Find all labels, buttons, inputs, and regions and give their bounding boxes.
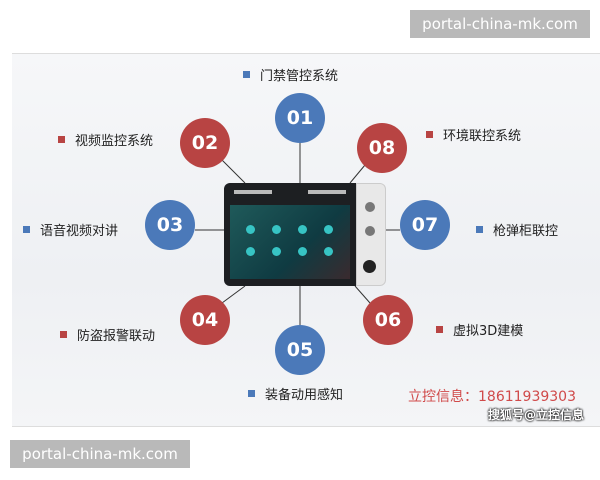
bullet-icon [436, 326, 443, 333]
label-text: 门禁管控系统 [260, 69, 339, 84]
node-01-circle: 01 [275, 93, 325, 143]
bullet-icon [243, 71, 250, 78]
control-terminal-device [224, 183, 386, 286]
node-07-circle: 07 [400, 200, 450, 250]
node-06-circle: 06 [363, 295, 413, 345]
label-text: 环境联控系统 [443, 129, 522, 144]
label-text: 枪弹柜联控 [493, 224, 559, 239]
label-text: 视频监控系统 [75, 134, 154, 149]
node-08-label: 环境联控系统 [426, 125, 521, 144]
watermark-bottom: portal-china-mk.com [10, 440, 190, 468]
device-display [230, 205, 350, 279]
node-01-label: 门禁管控系统 [243, 65, 338, 84]
device-side-panel [356, 183, 386, 286]
watermark-top: portal-china-mk.com [410, 10, 590, 38]
line-08 [349, 164, 366, 184]
line-06 [354, 285, 371, 304]
label-text: 防盗报警联动 [77, 329, 156, 344]
bullet-icon [248, 390, 255, 397]
bullet-icon [23, 226, 30, 233]
line-02 [221, 159, 246, 184]
node-04-label: 防盗报警联动 [60, 325, 155, 344]
node-02-label: 视频监控系统 [58, 130, 153, 149]
bullet-icon [426, 131, 433, 138]
contact-info: 立控信息：18611939303 [408, 389, 576, 405]
node-05-circle: 05 [275, 325, 325, 375]
node-06-label: 虚拟3D建模 [436, 320, 523, 339]
node-05-label: 装备动用感知 [248, 384, 343, 403]
line-04 [221, 285, 246, 304]
label-text: 虚拟3D建模 [453, 324, 524, 339]
node-03-label: 语音视频对讲 [23, 220, 118, 239]
node-04-circle: 04 [180, 295, 230, 345]
bullet-icon [58, 136, 65, 143]
label-text: 语音视频对讲 [40, 224, 119, 239]
node-02-circle: 02 [180, 118, 230, 168]
node-03-circle: 03 [145, 200, 195, 250]
device-screen [224, 183, 356, 286]
bullet-icon [60, 331, 67, 338]
node-08-circle: 08 [357, 123, 407, 173]
node-07-label: 枪弹柜联控 [476, 220, 558, 239]
label-text: 装备动用感知 [265, 388, 344, 403]
bullet-icon [476, 226, 483, 233]
source-watermark: 搜狐号@立控信息 [488, 408, 585, 422]
